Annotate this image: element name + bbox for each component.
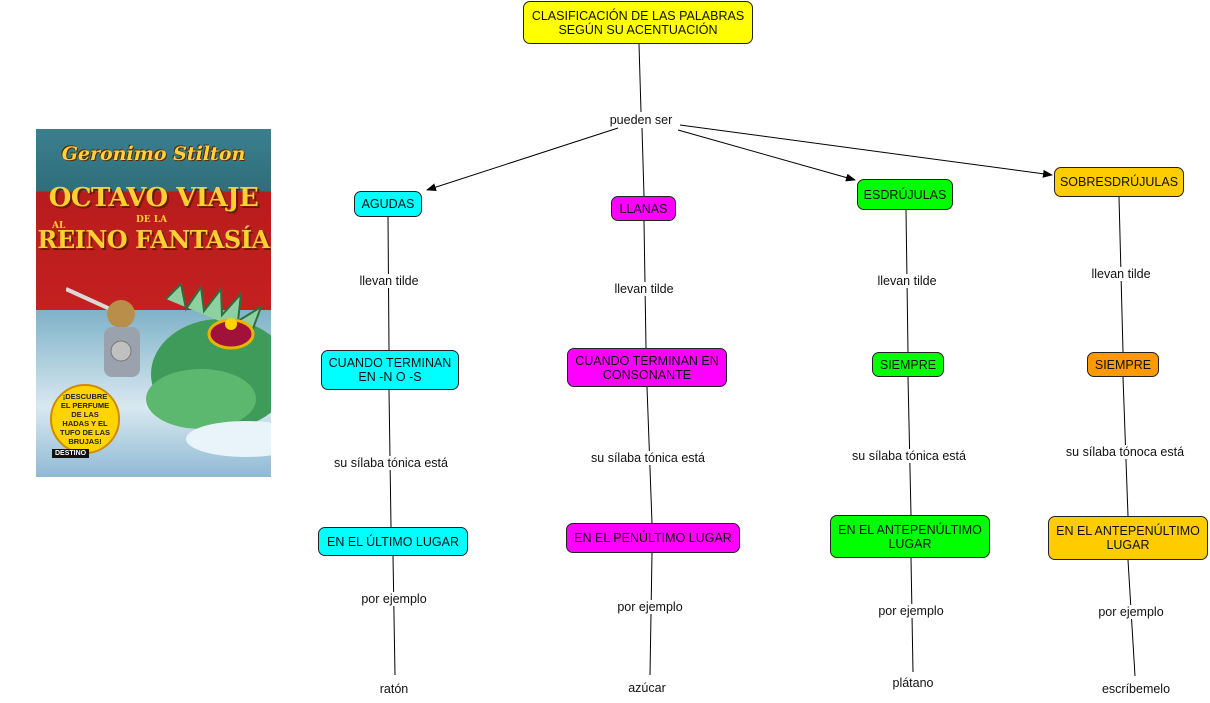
dragon-illustration-icon: [146, 281, 271, 457]
rule-agudas[interactable]: CUANDO TERMINAN EN -N O -S: [321, 350, 459, 390]
link-silaba-tonoca-sobresdrujulas: su sílaba tónoca está: [1063, 445, 1187, 459]
book-cover-image: Geronimo Stilton OCTAVO VIAJE AL DE LA R…: [36, 129, 271, 477]
concept-esdrujulas[interactable]: ESDRÚJULAS: [857, 179, 953, 210]
cover-title-line1: OCTAVO VIAJE: [48, 183, 259, 213]
link-silaba-tonica-llanas: su sílaba tónica está: [589, 451, 707, 465]
link-llevan-tilde-esdrujulas: llevan tilde: [875, 274, 939, 288]
rule-sobresdrujulas[interactable]: SIEMPRE: [1087, 352, 1159, 377]
promo-badge: ¡DESCUBRE EL PERFUME DE LAS HADAS Y EL T…: [50, 384, 120, 454]
cover-brand: Geronimo Stilton: [61, 143, 246, 165]
position-llanas[interactable]: EN EL PENÚLTIMO LUGAR: [566, 523, 740, 553]
link-llevan-tilde-sobresdrujulas: llevan tilde: [1089, 267, 1153, 281]
cover-title-line2: REINO FANTASÍA: [37, 225, 270, 254]
example-raton: ratón: [377, 682, 411, 696]
link-llevan-tilde-llanas: llevan tilde: [612, 282, 676, 296]
root-concept[interactable]: CLASIFICACIÓN DE LAS PALABRAS SEGÚN SU A…: [523, 1, 753, 44]
link-por-ejemplo-llanas: por ejemplo: [615, 600, 685, 614]
example-platano: plátano: [890, 676, 936, 690]
rule-llanas[interactable]: CUANDO TERMINAN EN CONSONANTE: [567, 348, 727, 387]
publisher-logo: DESTINO: [52, 449, 90, 458]
link-pueden-ser: pueden ser: [607, 113, 675, 127]
link-silaba-tonica-agudas: su sílaba tónica está: [332, 456, 450, 470]
link-llevan-tilde-agudas: llevan tilde: [357, 274, 421, 288]
cover-title-al: AL: [52, 221, 66, 231]
link-por-ejemplo-sobresdrujulas: por ejemplo: [1096, 605, 1166, 619]
concept-llanas[interactable]: LLANAS: [611, 196, 676, 221]
position-agudas[interactable]: EN EL ÚLTIMO LUGAR: [318, 527, 468, 556]
cover-title-de-la: DE LA: [136, 215, 168, 225]
link-por-ejemplo-agudas: por ejemplo: [359, 592, 429, 606]
link-silaba-tonica-esdrujulas: su sílaba tónica está: [850, 449, 968, 463]
example-escribemelo: escríbemelo: [1099, 682, 1173, 696]
link-por-ejemplo-esdrujulas: por ejemplo: [876, 604, 946, 618]
concept-sobresdrujulas[interactable]: SOBRESDRÚJULAS: [1054, 167, 1184, 197]
mouse-knight-icon: [66, 287, 140, 377]
position-sobresdrujulas[interactable]: EN EL ANTEPENÚLTIMO LUGAR: [1048, 516, 1208, 560]
concept-agudas[interactable]: AGUDAS: [354, 191, 422, 217]
position-esdrujulas[interactable]: EN EL ANTEPENÚLTIMO LUGAR: [830, 515, 990, 558]
rule-esdrujulas[interactable]: SIEMPRE: [872, 352, 944, 377]
example-azucar: azúcar: [626, 681, 668, 695]
